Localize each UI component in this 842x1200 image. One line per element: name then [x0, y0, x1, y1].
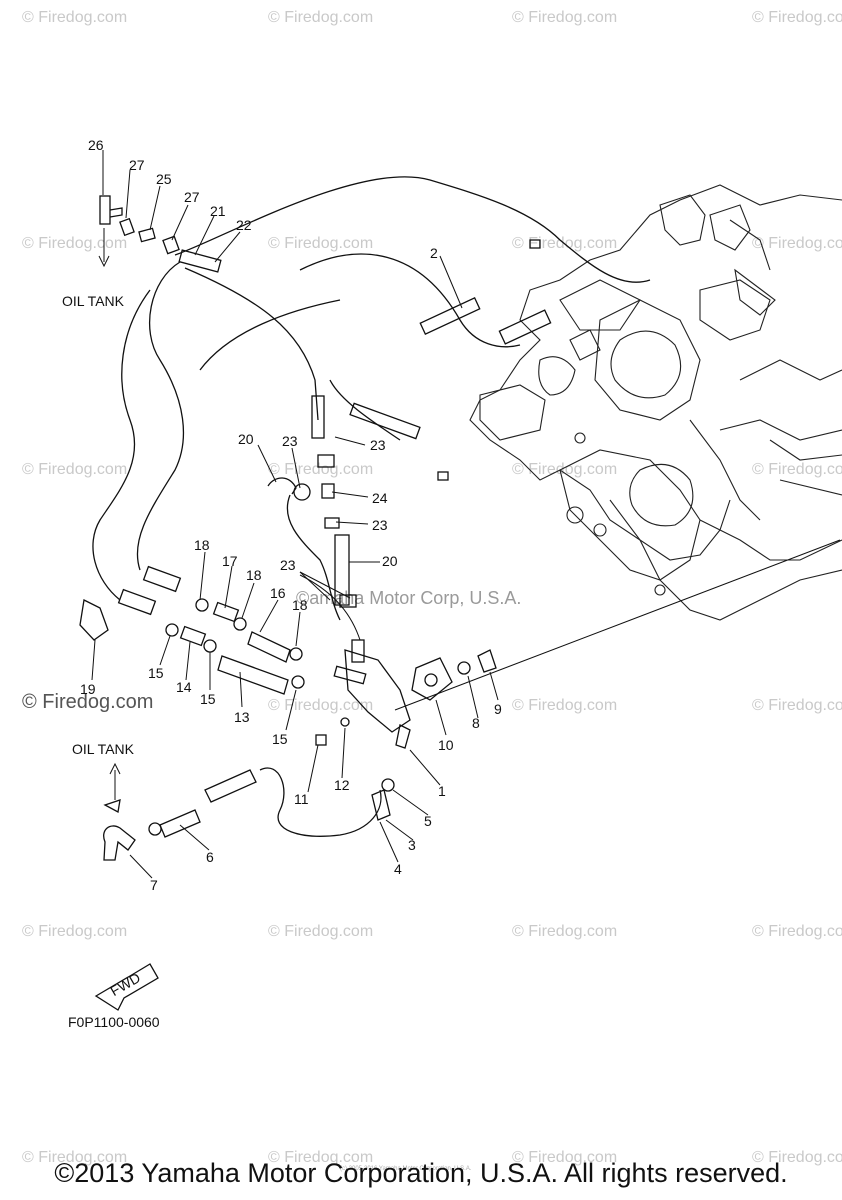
part-labels: 26 27 25 27 21 22 OIL TANK 2 20 23 23 24… — [62, 137, 502, 1030]
label-9: 9 — [494, 701, 502, 717]
label-18: 18 — [194, 537, 210, 553]
part-10-gasket — [411, 657, 453, 701]
label-27: 27 — [129, 157, 145, 173]
small-notice: (c) 2005-2016 Yamaha Motor Corporation, … — [340, 1166, 472, 1172]
watermark: © Firedog.com — [752, 923, 842, 940]
part-13-hose — [217, 655, 289, 695]
watermark: © Firedog.com — [22, 923, 127, 940]
figure-code: F0P1100-0060 — [68, 1014, 160, 1030]
watermark: © Firedog.com — [752, 697, 842, 714]
part-hose-end — [311, 395, 325, 439]
part-26-fitting — [99, 195, 111, 225]
label-27: 27 — [184, 189, 200, 205]
label-25: 25 — [156, 171, 172, 187]
center-watermark: ©amaha Motor Corp, U.S.A. — [296, 588, 521, 608]
part-21-22-hose-end — [178, 249, 222, 273]
watermark: © Firedog.com — [752, 235, 842, 252]
label-4: 4 — [394, 861, 402, 877]
watermark: © Firedog.com — [22, 1149, 127, 1166]
watermark: © Firedog.com — [512, 9, 617, 26]
part-20-hose — [334, 534, 350, 606]
part-hose-lower — [204, 769, 257, 803]
components — [79, 195, 552, 1011]
watermark: © Firedog.com — [268, 461, 373, 478]
label-26: 26 — [88, 137, 104, 153]
watermark-main: © Firedog.com — [22, 691, 153, 713]
label-15: 15 — [272, 731, 288, 747]
label-1: 1 — [438, 783, 446, 799]
label-15: 15 — [200, 691, 216, 707]
label-3: 3 — [408, 837, 416, 853]
engine-block-illustration — [469, 184, 842, 621]
watermark: © Firedog.com — [752, 9, 842, 26]
label-18: 18 — [246, 567, 262, 583]
watermark: © Firedog.com — [268, 235, 373, 252]
label-12: 12 — [334, 777, 350, 793]
hose-routing — [92, 176, 841, 837]
watermark: © Firedog.com — [22, 235, 127, 252]
part-6-fitting — [159, 809, 201, 838]
watermark: © Firedog.com — [22, 9, 127, 26]
part-2-cable — [419, 297, 481, 335]
oil-tank-label-top: OIL TANK — [62, 293, 125, 309]
part-16-hose — [247, 631, 291, 663]
label-7: 7 — [150, 877, 158, 893]
label-24: 24 — [372, 490, 388, 506]
watermark: © Firedog.com — [22, 461, 127, 478]
fwd-arrow — [94, 963, 159, 1011]
oil-tank-label-bottom: OIL TANK — [72, 741, 135, 757]
leader-lines — [91, 150, 499, 879]
label-23: 23 — [282, 433, 298, 449]
label-23: 23 — [280, 557, 296, 573]
label-23: 23 — [370, 437, 386, 453]
label-18: 18 — [292, 597, 308, 613]
label-11: 11 — [294, 791, 309, 807]
watermark: © Firedog.com — [752, 1149, 842, 1166]
label-19: 19 — [80, 681, 96, 697]
label-16: 16 — [270, 585, 286, 601]
part-7-elbow — [103, 825, 136, 861]
watermark: © Firedog.com — [268, 1149, 373, 1166]
label-5: 5 — [424, 813, 432, 829]
label-21: 21 — [210, 203, 226, 219]
label-20: 20 — [238, 431, 254, 447]
fwd-label: FWD — [107, 969, 143, 999]
watermark: © Firedog.com — [512, 461, 617, 478]
watermark: © Firedog.com — [268, 923, 373, 940]
copyright-footer: ©2013 Yamaha Motor Corporation, U.S.A. A… — [54, 1158, 788, 1188]
label-8: 8 — [472, 715, 480, 731]
watermark: © Firedog.com — [268, 9, 373, 26]
watermark: © Firedog.com — [512, 1149, 617, 1166]
watermark: © Firedog.com — [752, 461, 842, 478]
label-2: 2 — [430, 245, 438, 261]
label-23: 23 — [372, 517, 388, 533]
watermark: © Firedog.com — [512, 923, 617, 940]
label-14: 14 — [176, 679, 192, 695]
label-6: 6 — [206, 849, 214, 865]
label-13: 13 — [234, 709, 250, 725]
label-20: 20 — [382, 553, 398, 569]
label-10: 10 — [438, 737, 454, 753]
label-17: 17 — [222, 553, 238, 569]
watermark: © Firedog.com — [512, 697, 617, 714]
watermark-grid: © Firedog.com © Firedog.com © Firedog.co… — [22, 9, 842, 1172]
watermark: © Firedog.com — [268, 697, 373, 714]
label-15: 15 — [148, 665, 164, 681]
label-22: 22 — [236, 217, 252, 233]
part-19-bracket — [79, 599, 109, 641]
